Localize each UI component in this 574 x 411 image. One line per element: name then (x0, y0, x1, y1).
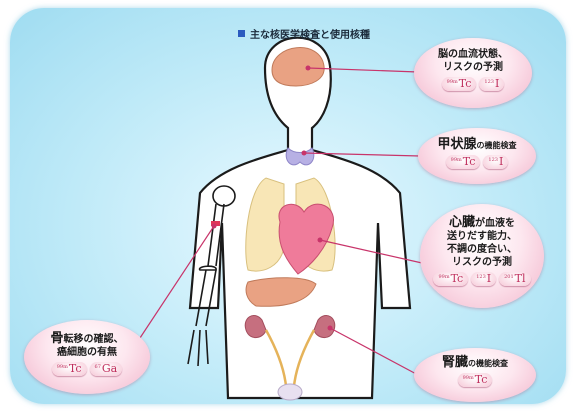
callout-kidney-organ: 腎臓 (442, 355, 468, 370)
callout-bone-organ: 骨 (50, 331, 63, 346)
title-text: 主な核医学検査と使用核種 (250, 26, 370, 41)
callout-bone-line1: 転移の確認、 (64, 334, 124, 345)
callout-heart-line1: が血液を (475, 218, 515, 229)
callout-heart-line3: 不調の度合い、 (420, 243, 544, 256)
callout-brain-line2: リスクの予測 (414, 61, 532, 74)
callout-bone-line2: 癌細胞の有無 (24, 346, 150, 359)
callout-kidney-suffix: の機能検査 (468, 359, 508, 368)
callout-thyroid-suffix: の機能検査 (477, 141, 517, 150)
callout-heart-line4: リスクの予測 (420, 256, 544, 269)
callout-thyroid-organ: 甲状腺 (437, 137, 476, 152)
bladder (278, 384, 302, 400)
callout-heart-line2: 送りだす能力、 (420, 230, 544, 243)
title-square-icon (238, 30, 245, 37)
diagram-title: 主な核医学検査と使用核種 (238, 26, 370, 41)
callout-heart-organ: 心臓 (449, 215, 475, 230)
callout-brain-line1: 脳の血流状態、 (414, 48, 532, 61)
